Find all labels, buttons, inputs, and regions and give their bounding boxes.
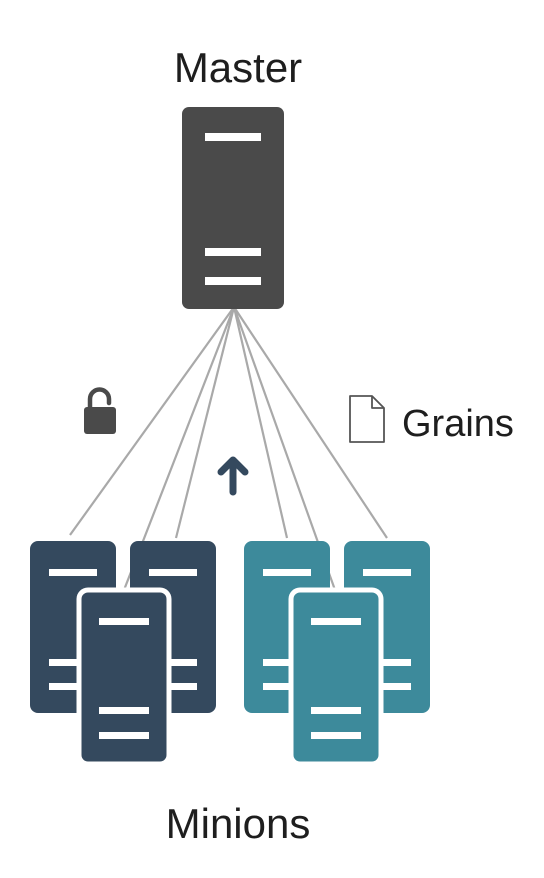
arrow-up-icon — [217, 456, 249, 496]
connection-line — [232, 306, 289, 539]
minion-server-front — [76, 587, 172, 767]
unlocked-padlock-icon — [84, 387, 116, 434]
connection-line — [69, 306, 235, 536]
connection-lines — [69, 306, 388, 591]
grains-label: Grains — [402, 403, 514, 445]
document-icon — [349, 395, 385, 443]
master-label: Master — [173, 44, 303, 91]
connection-line — [233, 306, 388, 539]
minions-label: Minions — [165, 800, 311, 847]
master-server — [182, 107, 284, 309]
connection-line — [174, 306, 236, 539]
minion-server-front — [288, 587, 384, 767]
